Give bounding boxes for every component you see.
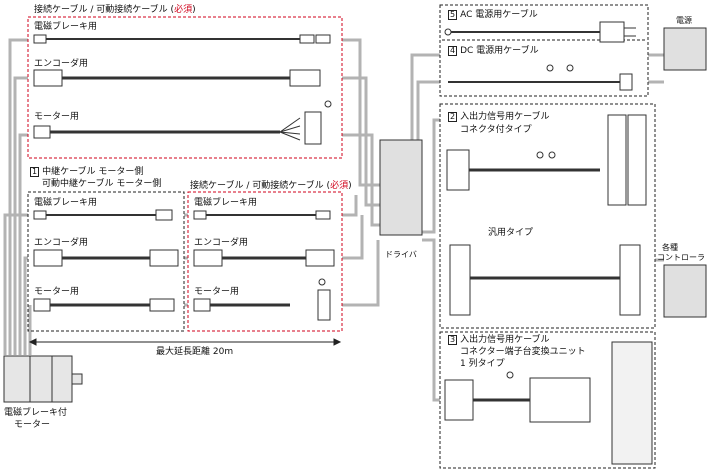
terminal-unit-sub2: 1 列タイプ — [460, 359, 505, 369]
group-boxes — [27, 4, 656, 469]
power-supply-label: 電源 — [676, 16, 692, 25]
dc-power-cable — [448, 64, 633, 91]
encoder-cable-label-2: エンコーダ用 — [34, 238, 89, 248]
controller-label-line2: コントローラ — [657, 253, 705, 262]
brake-cable-2 — [33, 209, 173, 221]
dc-number-badge: 4 — [448, 46, 458, 56]
io-general-type-label: 汎用タイプ — [488, 228, 534, 238]
brake-cable-label-2: 電磁ブレーキ用 — [34, 198, 98, 208]
motor-side-cable-box — [27, 16, 343, 159]
encoder-cable-2 — [33, 249, 179, 267]
power-supply-box — [663, 27, 707, 71]
terminal-number-badge: 3 — [448, 335, 458, 345]
brake-cable-label-1: 電磁ブレーキ用 — [34, 22, 98, 32]
dc-title-text: DC 電源用ケーブル — [460, 46, 539, 56]
terminal-unit-sub1: コネクター端子台変換ユニット — [460, 347, 586, 357]
relay-cable-box — [27, 191, 185, 332]
encoder-cable-label-1: エンコーダ用 — [34, 59, 89, 69]
controller-label-line1: 各種 — [662, 243, 678, 252]
max-length-arrow — [28, 338, 342, 346]
encoder-cable-label-3: エンコーダ用 — [194, 238, 249, 248]
brake-cable-label-3: 電磁ブレーキ用 — [194, 198, 258, 208]
motor-side-required-text: 必須 — [174, 5, 193, 15]
motor-icon — [3, 355, 83, 403]
connect2-cable-box — [187, 191, 343, 332]
io-title-text: 入出力信号用ケーブル — [460, 112, 550, 122]
connection-lines — [3, 38, 664, 402]
motor-cable-3 — [193, 278, 331, 321]
io-cable-connector-type — [446, 114, 647, 206]
relay-title-text: 中継ケーブル モーター側 — [42, 167, 144, 177]
controller-box — [663, 264, 707, 318]
encoder-cable-3 — [193, 249, 335, 267]
motor-cable-label-1: モーター用 — [34, 112, 80, 122]
motor-label-line2: モーター — [14, 420, 51, 430]
encoder-cable-1 — [33, 69, 321, 87]
motor-cable-label-2: モーター用 — [34, 287, 80, 297]
relay-number-badge: 1 — [30, 167, 40, 177]
relay-group-subtitle: 可動中継ケーブル モーター側 — [42, 179, 162, 189]
terminal-title-text: 入出力信号用ケーブル — [460, 335, 550, 345]
brake-cable-3 — [193, 210, 331, 220]
connect2-group-title: 接続ケーブル / 可動接続ケーブル (必須) — [190, 181, 352, 191]
motor-side-group-title: 接続ケーブル / 可動接続ケーブル (必須) — [34, 5, 196, 15]
motor-cable-2 — [33, 298, 175, 312]
driver-label: ドライバ — [385, 250, 417, 259]
ac-number-badge: 5 — [448, 10, 458, 20]
io-number-badge: 2 — [448, 112, 458, 122]
motor-cable-label-3: モーター用 — [194, 287, 240, 297]
motor-cable-1 — [33, 100, 332, 145]
connect2-title-text: 接続ケーブル / 可動接続ケーブル — [190, 181, 324, 191]
io-cable-box — [439, 103, 656, 329]
power-cable-box — [439, 4, 649, 97]
connect2-required-text: 必須 — [330, 181, 349, 191]
motor-side-title-text: 接続ケーブル / 可動接続ケーブル — [34, 5, 168, 15]
motor-label-line1: 電磁ブレーキ付 — [4, 408, 68, 418]
driver-box — [379, 139, 423, 236]
max-length-label: 最大延長距離 20m — [156, 347, 234, 357]
ac-title-text: AC 電源用ケーブル — [460, 10, 538, 20]
terminal-unit-box — [439, 331, 656, 469]
brake-cable-1 — [33, 34, 331, 44]
terminal-unit-cable — [444, 341, 653, 465]
io-cable-general-type — [449, 244, 641, 316]
io-connector-type-label: コネクタ付タイプ — [460, 125, 532, 135]
ac-power-cable — [444, 21, 636, 43]
